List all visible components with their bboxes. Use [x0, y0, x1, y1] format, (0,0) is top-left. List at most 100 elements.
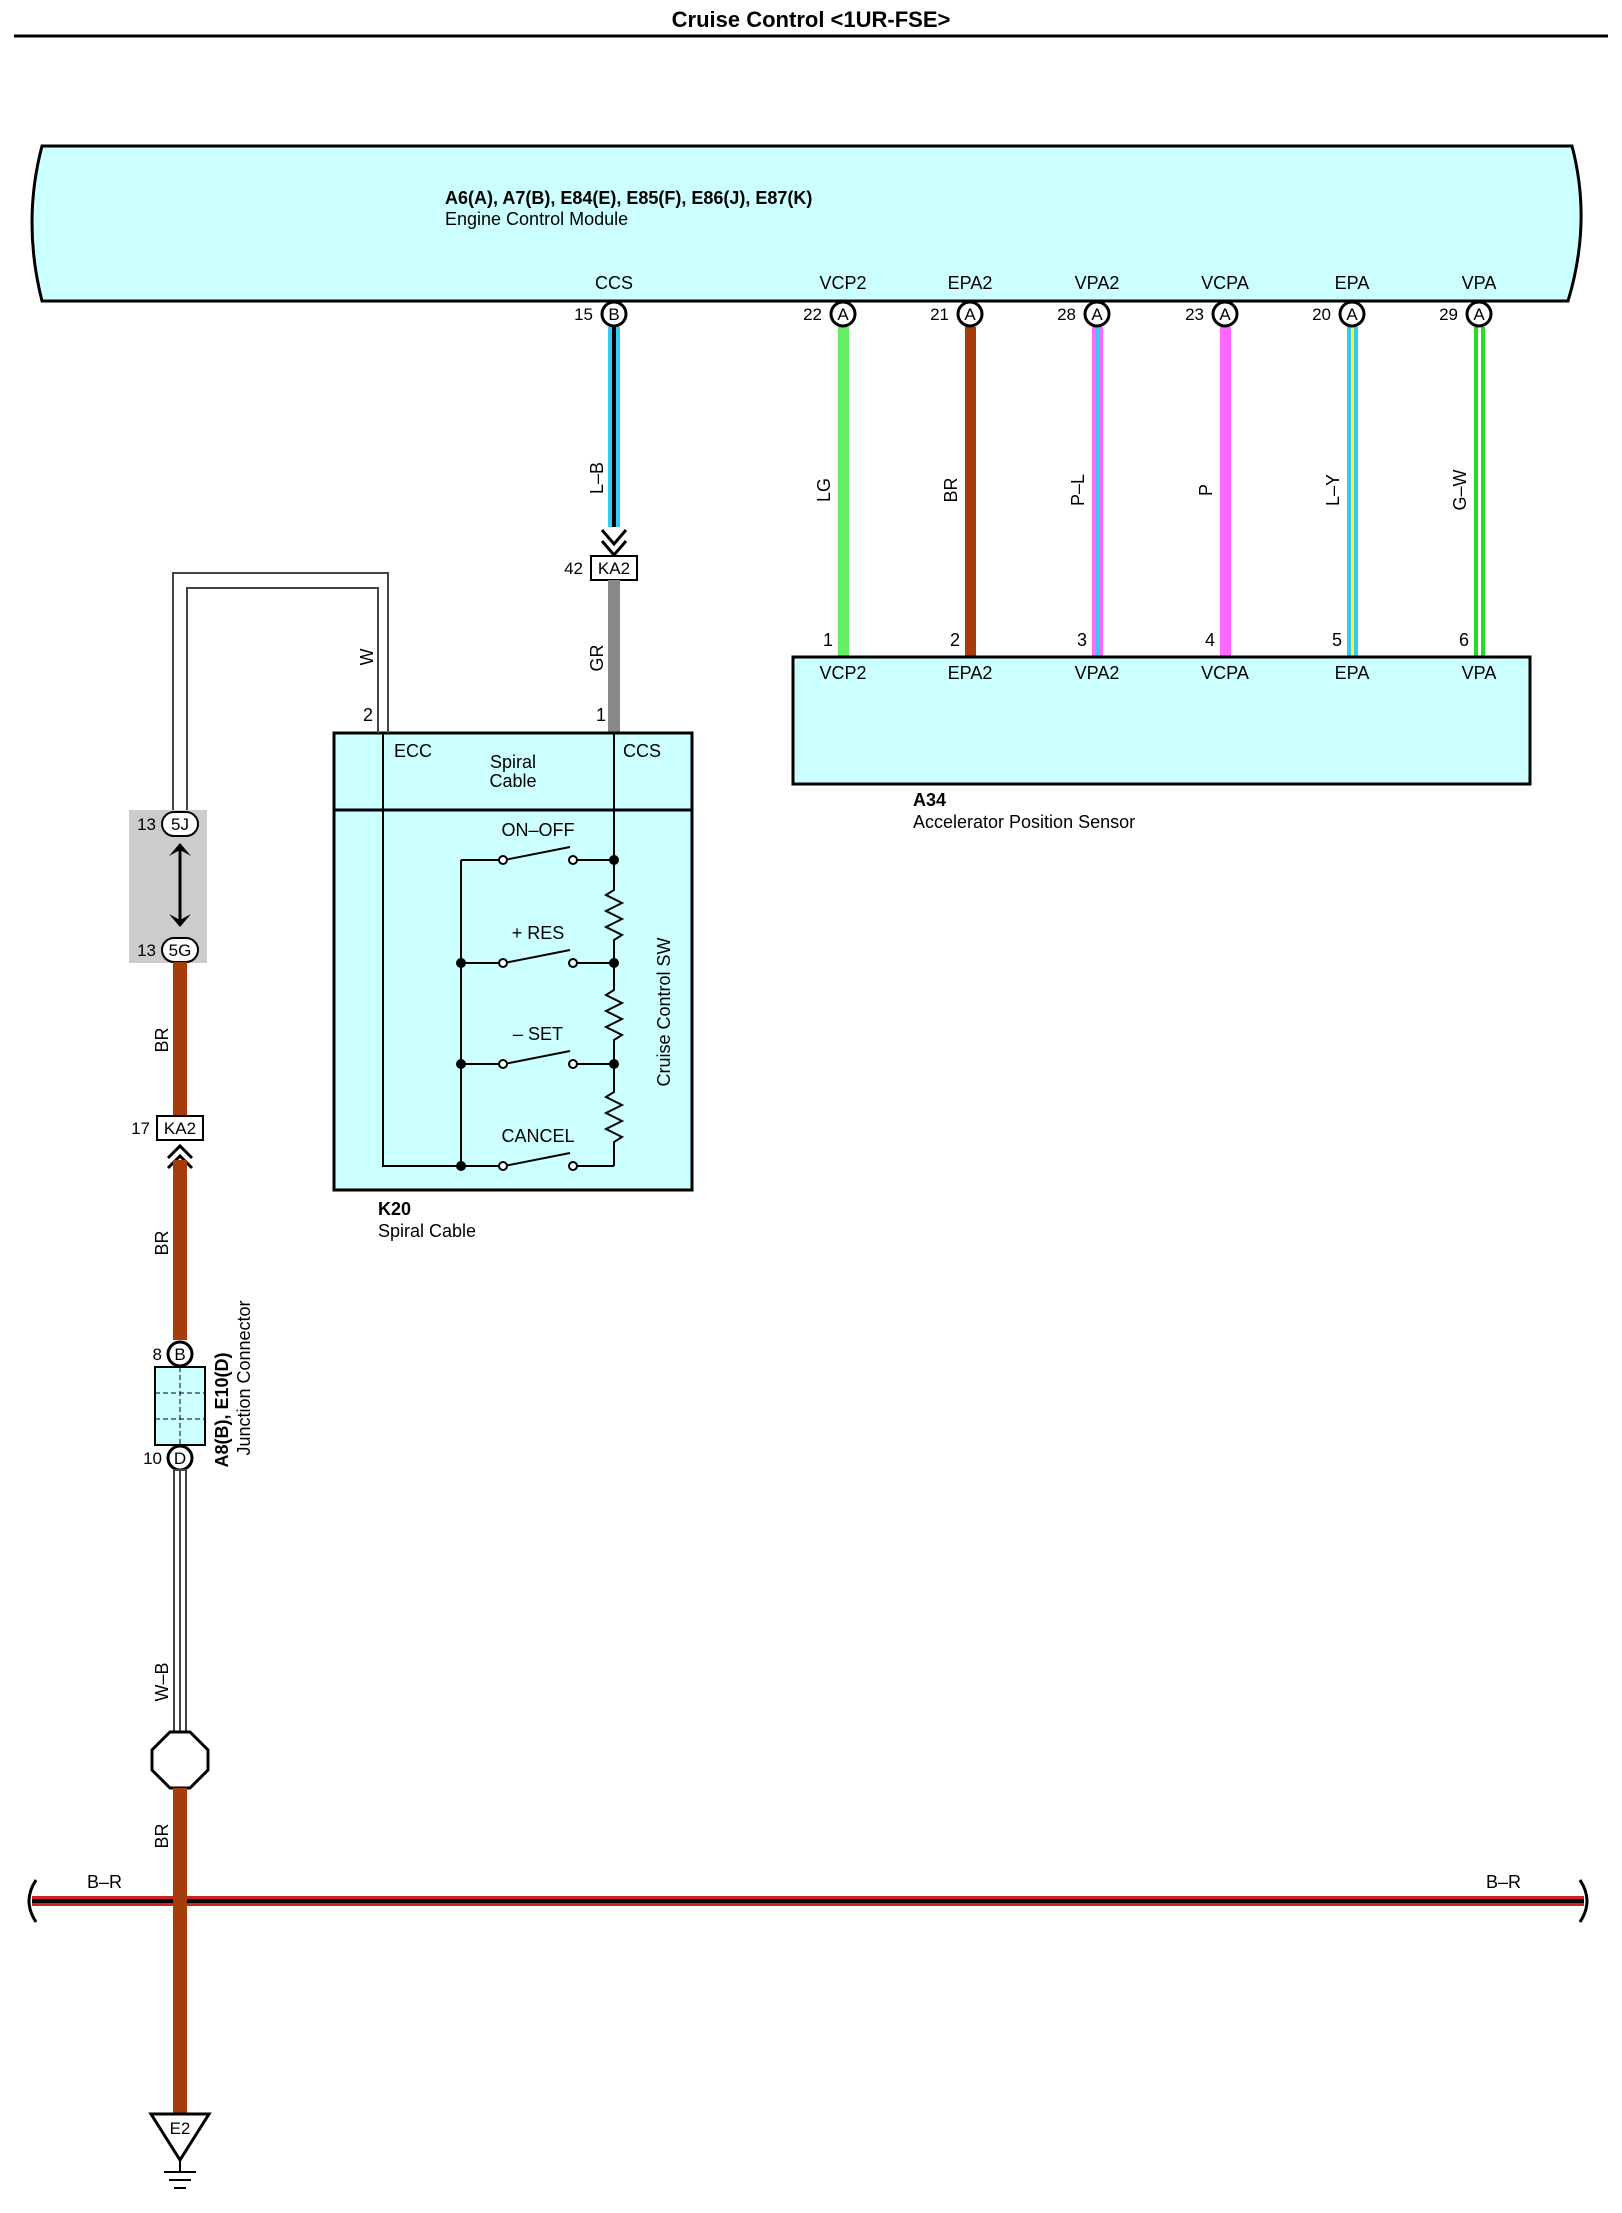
ecm-term-vcpa: VCPA [1201, 273, 1249, 293]
wire-label-gnd-lower: BR [152, 1823, 172, 1848]
switch-contacts [498, 855, 578, 1171]
svg-text:20: 20 [1312, 305, 1331, 324]
wire-gnd-lower [173, 1788, 187, 2114]
ecm-body [30, 144, 1583, 303]
svg-text:5J: 5J [171, 815, 189, 834]
sensor-term-epa2: EPA2 [948, 663, 993, 683]
sensor-term-vpa2: VPA2 [1075, 663, 1120, 683]
wire-ecc [172, 572, 389, 810]
wire-label-vpa: G–W [1450, 469, 1470, 510]
ground-icon [148, 2112, 212, 2189]
spiral-term-ecc: ECC [394, 741, 432, 761]
ka2-bottom: KA2 17 [131, 1115, 204, 1141]
svg-text:B: B [608, 305, 619, 324]
svg-text:15: 15 [574, 305, 593, 324]
svg-text:23: 23 [1185, 305, 1204, 324]
svg-text:22: 22 [803, 305, 822, 324]
ka2-top-arrow-icon [600, 529, 628, 558]
svg-text:21: 21 [930, 305, 949, 324]
ecm-pin-epa: A 20 [1312, 300, 1366, 328]
svg-text:D: D [174, 1449, 186, 1468]
spiral-cable-label-2: Cable [489, 771, 536, 791]
svg-text:5G: 5G [169, 941, 192, 960]
svg-text:13: 13 [137, 941, 156, 960]
svg-text:KA2: KA2 [164, 1119, 196, 1138]
sensor-pin-3: 3 [1077, 630, 1087, 650]
connector-5j-arrow-icon [169, 843, 191, 856]
wire-label-vcp2: LG [814, 478, 834, 502]
splice-point-icon [150, 1730, 210, 1790]
switch-on-off: ON–OFF [501, 820, 574, 840]
svg-text:A: A [1091, 305, 1103, 324]
ecm-term-epa2: EPA2 [948, 273, 993, 293]
wire-vcp2 [838, 327, 849, 657]
ecm-pin-epa2: A 21 [930, 300, 984, 328]
spiral-pin-ecc: 2 [363, 705, 373, 725]
ground-name: E2 [170, 2119, 191, 2138]
bus-crossing [173, 1890, 187, 1912]
wire-vpa [1474, 327, 1485, 657]
wire-label-gnd-upper: BR [152, 1027, 172, 1052]
switch-set: – SET [513, 1024, 563, 1044]
bus-label-left: B–R [87, 1872, 122, 1892]
switch-circuit [382, 810, 625, 1167]
ka2-top-name: KA2 [598, 559, 630, 578]
svg-text:13: 13 [137, 815, 156, 834]
wire-label-vpa2: P–L [1068, 474, 1088, 506]
switch-res: + RES [512, 923, 565, 943]
wire-label-gnd-mid: BR [152, 1230, 172, 1255]
spiral-cable-label-1: Spiral [490, 752, 536, 772]
spiral-term-ccs: CCS [623, 741, 661, 761]
ka2-bottom-arrow-icon [166, 1143, 194, 1170]
wire-vcpa [1220, 327, 1231, 657]
wire-ccs-ecm [608, 327, 620, 527]
junction-connector [154, 1366, 206, 1446]
ecm-pin-ccs: B 15 [574, 300, 628, 328]
sensor-term-epa: EPA [1335, 663, 1370, 683]
spiral-id: K20 [378, 1199, 411, 1219]
sensor-pin-2: 2 [950, 630, 960, 650]
wire-label-ecc: W [357, 649, 377, 666]
svg-text:A: A [837, 305, 849, 324]
ecm-pin-vpa: A 29 [1439, 300, 1493, 328]
wire-gnd-upper [173, 962, 187, 1125]
wire-epa [1347, 327, 1358, 657]
diagram-title: Cruise Control <1UR-FSE> [672, 7, 951, 32]
bus-br [27, 1879, 1589, 1923]
connector-5g-arrow-icon [169, 914, 191, 927]
svg-text:A: A [1219, 305, 1231, 324]
ecm-term-epa: EPA [1335, 273, 1370, 293]
ecm-term-vcp2: VCP2 [819, 273, 866, 293]
switch-cancel: CANCEL [501, 1126, 574, 1146]
svg-text:A: A [1346, 305, 1358, 324]
ecm-pin-vcpa: A 23 [1185, 300, 1239, 328]
wire-label-epa2: BR [941, 477, 961, 502]
svg-text:B: B [174, 1345, 185, 1364]
wire-vpa2 [1092, 327, 1103, 657]
wire-epa2 [965, 327, 976, 657]
wire-label-ccs-ecm: L–B [587, 462, 607, 494]
wire-label-ccs-switch: GR [587, 644, 607, 671]
svg-text:8: 8 [153, 1345, 162, 1364]
wire-gnd-mid [173, 1160, 187, 1340]
bus-label-right: B–R [1486, 1872, 1521, 1892]
connector-5g: 5G 13 [137, 937, 199, 963]
ka2-top-box [590, 555, 638, 581]
ecm-term-ccs: CCS [595, 273, 633, 293]
sensor-pin-1: 1 [823, 630, 833, 650]
sensor-term-vcp2: VCP2 [819, 663, 866, 683]
junction-pin-d: D 10 [143, 1444, 194, 1472]
svg-text:10: 10 [143, 1449, 162, 1468]
svg-text:17: 17 [131, 1119, 150, 1138]
connector-5j: 5J 13 [137, 811, 199, 837]
sensor-term-vpa: VPA [1462, 663, 1497, 683]
wire-ccs-switch [608, 580, 620, 733]
ecm-pin-vpa2: A 28 [1057, 300, 1111, 328]
wire-gnd-wb [173, 1469, 187, 1733]
ecm-name: Engine Control Module [445, 209, 628, 229]
junction-connector-name: Junction Connector [234, 1300, 254, 1455]
ecm-connectors: A6(A), A7(B), E84(E), E85(F), E86(J), E8… [445, 188, 812, 208]
sensor-term-vcpa: VCPA [1201, 663, 1249, 683]
svg-text:A: A [964, 305, 976, 324]
